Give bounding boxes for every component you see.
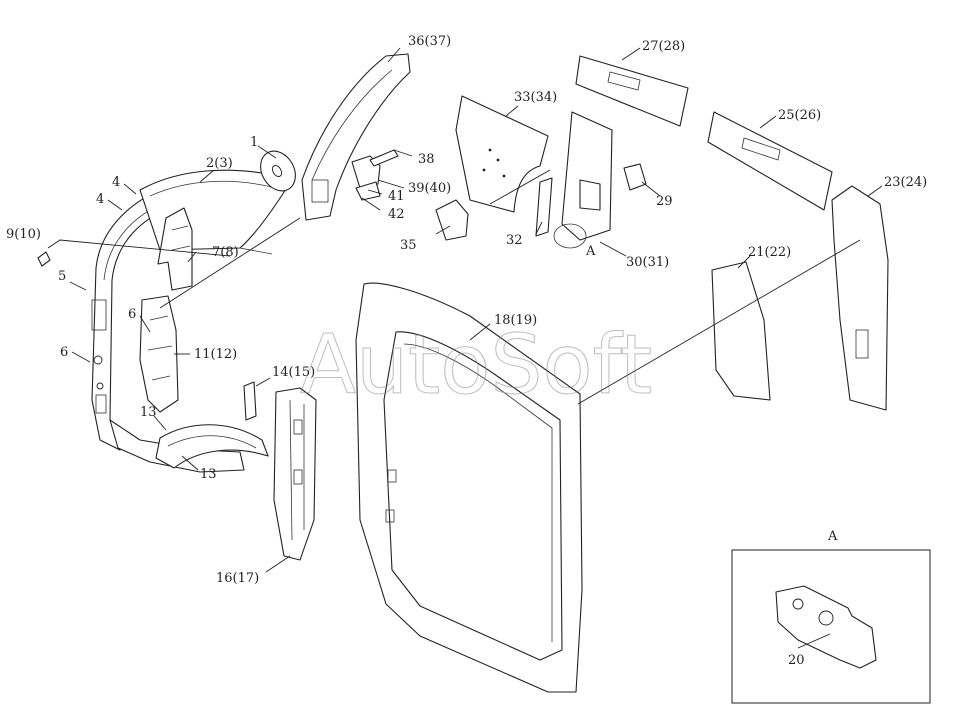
callout-1: 1 [250, 135, 258, 150]
callout-32: 32 [506, 233, 523, 248]
panel-23 [831, 185, 889, 411]
bracket-14 [243, 381, 257, 421]
callout-4a: 4 [112, 175, 120, 190]
callout-29: 29 [656, 194, 673, 209]
callout-35: 35 [400, 238, 417, 253]
callout-18: 18(19) [494, 313, 537, 328]
callout-13b: 13 [200, 467, 217, 482]
callout-6b: 6 [60, 345, 68, 360]
callout-39: 39(40) [408, 181, 451, 196]
pillar-inner-11 [139, 295, 179, 413]
panel-30 [553, 111, 613, 249]
callout-30: 30(31) [626, 255, 669, 270]
bracket-35 [435, 199, 469, 241]
door-frame-18 [355, 282, 583, 693]
detail-callout-20: 20 [788, 653, 805, 668]
callout-7: 7(8) [212, 245, 239, 260]
callout-23: 23(24) [884, 175, 927, 190]
header-27 [575, 55, 689, 127]
callout-38: 38 [418, 152, 435, 167]
callout-21: 21(22) [748, 245, 791, 260]
callout-a: A [585, 244, 596, 259]
rear-panel-33 [455, 95, 549, 213]
detail-title: A [827, 529, 838, 544]
callout-27: 27(28) [642, 39, 685, 54]
plate-1 [260, 150, 296, 192]
callout-11: 11(12) [194, 347, 237, 362]
callout-14: 14(15) [272, 365, 315, 380]
callout-9: 9(10) [6, 227, 41, 242]
panel-21 [711, 261, 771, 401]
hinge-assembly [351, 149, 399, 201]
callout-42: 42 [388, 207, 405, 222]
callout-13a: 13 [140, 405, 157, 420]
callout-6a: 6 [128, 307, 136, 322]
pillar-inner-36 [301, 53, 411, 221]
callout-2: 2(3) [206, 156, 233, 171]
bracket-7 [157, 207, 193, 291]
callout-labels: 1 2(3) 4 4 5 6 6 7(8) 9(10) 11(12) 13 13… [6, 34, 927, 668]
detail-view-a [731, 549, 931, 704]
callout-25: 25(26) [778, 108, 821, 123]
callout-41: 41 [388, 189, 405, 204]
callout-36: 36(37) [408, 34, 451, 49]
callout-33: 33(34) [514, 90, 557, 105]
leader-lines [47, 47, 883, 573]
bracket-29 [623, 163, 647, 191]
pillar-16 [273, 387, 317, 561]
clip-9 [37, 251, 51, 267]
watermark-text: AutoSoft [300, 318, 652, 413]
header-25 [707, 111, 833, 211]
callout-5: 5 [58, 269, 66, 284]
callout-4b: 4 [96, 192, 104, 207]
callout-16: 16(17) [216, 571, 259, 586]
strip-32 [535, 177, 553, 237]
